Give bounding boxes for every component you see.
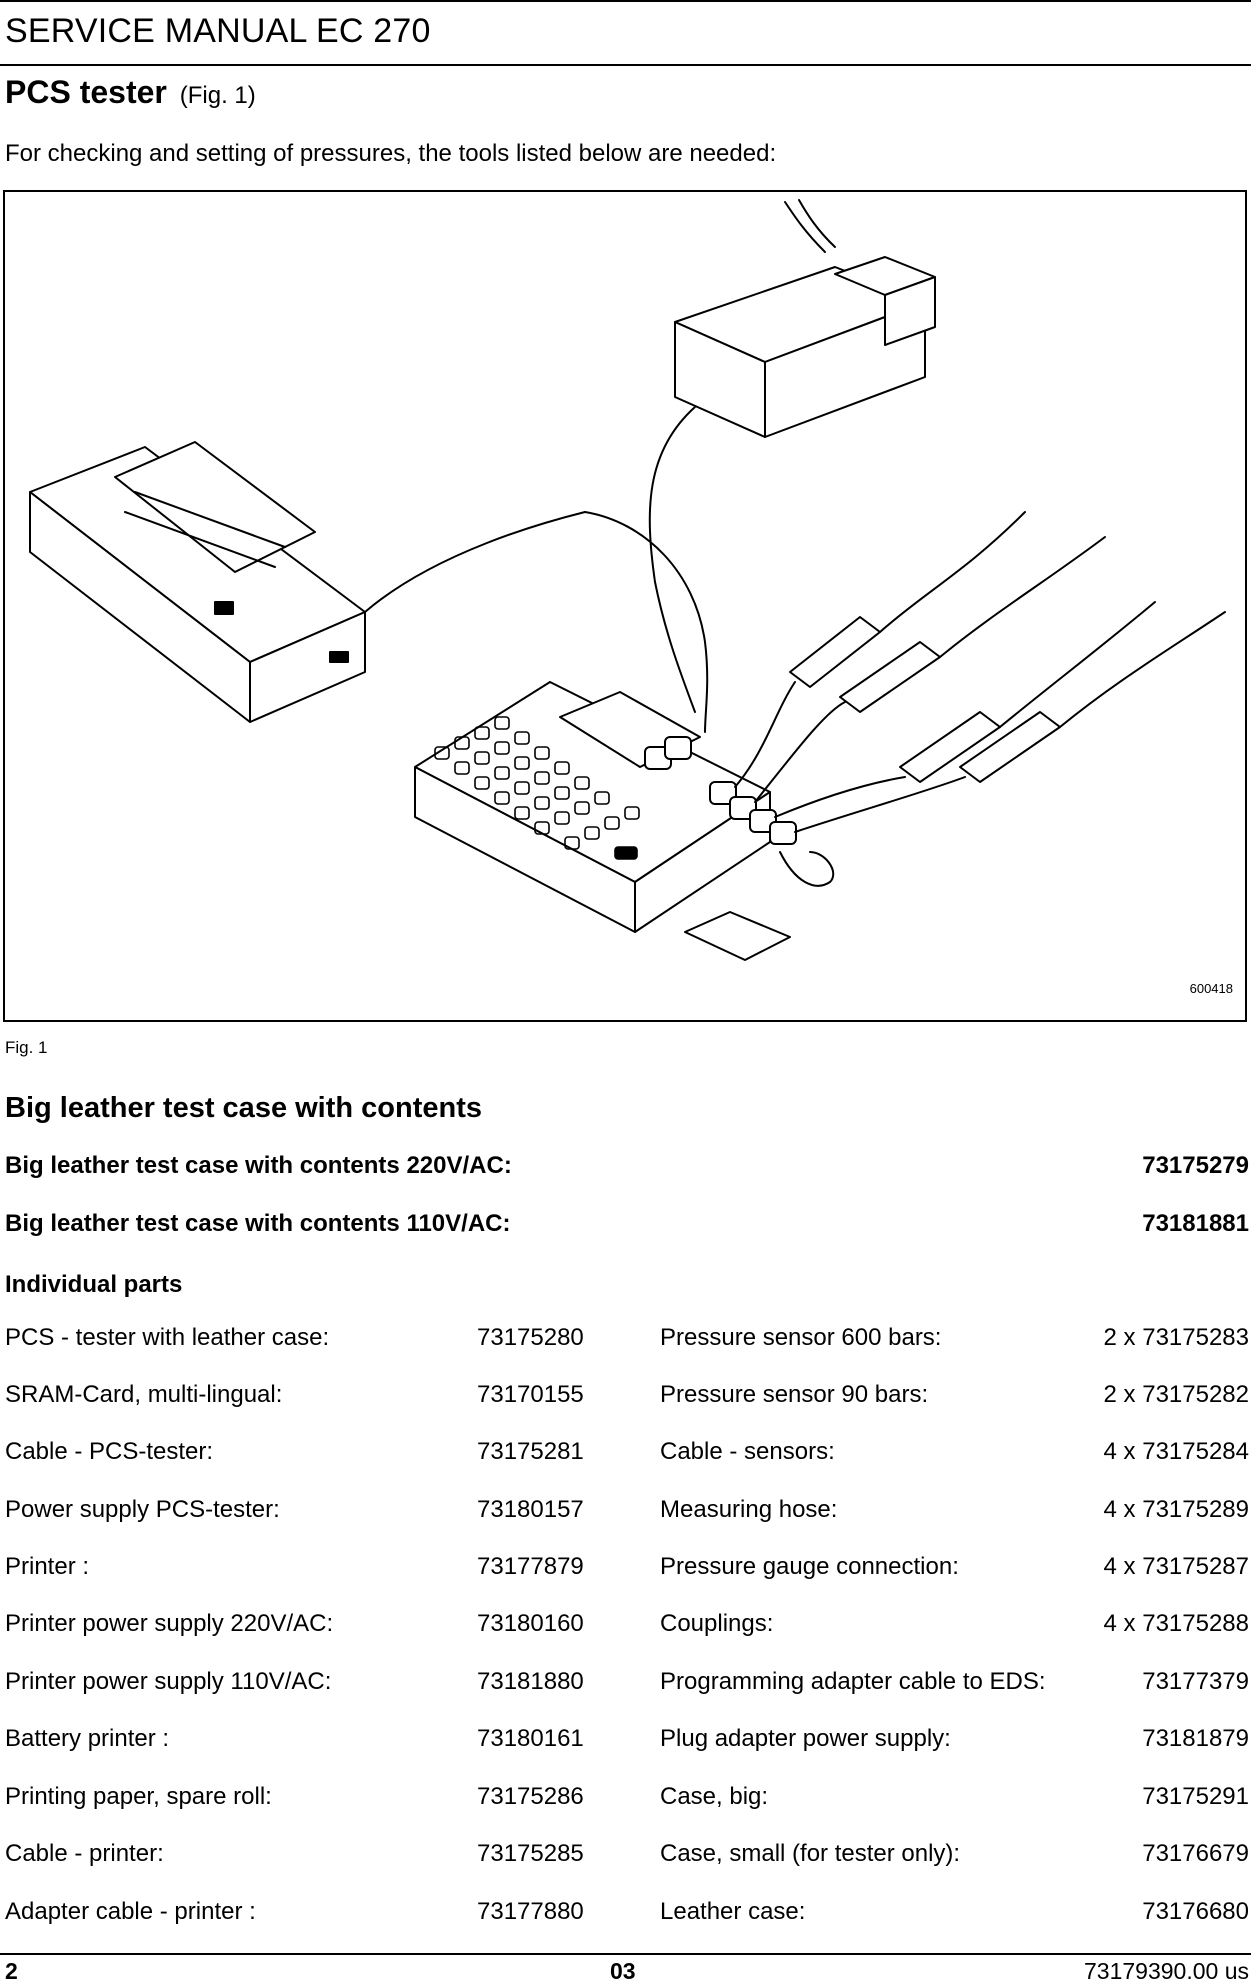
part-number: 4 x 73175284	[1103, 1438, 1249, 1465]
part-number: 73177379	[1142, 1668, 1249, 1695]
section-title-text: PCS tester	[5, 74, 167, 110]
part-number: 73180157	[477, 1496, 584, 1523]
figure-code: 600418	[1189, 981, 1233, 996]
part-name: Power supply PCS-tester:	[5, 1496, 280, 1523]
part-name: Printer power supply 110V/AC:	[5, 1668, 332, 1695]
header-rule	[0, 64, 1251, 66]
part-name: Couplings:	[660, 1610, 774, 1637]
part-number: 73180160	[477, 1610, 584, 1637]
figure-reference: (Fig. 1)	[179, 82, 256, 109]
part-number: 73181880	[477, 1668, 584, 1695]
case-row-110v: Big leather test case with contents 110V…	[5, 1210, 1249, 1238]
part-row: Adapter cable - printer : 73177880 Leath…	[0, 1898, 1256, 1938]
case-label: Big leather test case with contents 220V…	[5, 1152, 512, 1179]
sram-card	[684, 911, 791, 961]
part-row: Printer power supply 110V/AC: 73181880 P…	[0, 1668, 1256, 1708]
part-row: PCS - tester with leather case: 73175280…	[0, 1324, 1256, 1364]
part-number: 2 x 73175283	[1103, 1324, 1249, 1351]
intro-text: For checking and setting of pressures, t…	[5, 140, 777, 167]
printer-cable	[584, 511, 709, 733]
part-row: Battery printer : 73180161 Plug adapter …	[0, 1725, 1256, 1765]
part-row: SRAM-Card, multi-lingual: 73170155 Press…	[0, 1381, 1256, 1421]
part-number: 73176680	[1142, 1898, 1249, 1925]
part-name: SRAM-Card, multi-lingual:	[5, 1381, 283, 1408]
part-row: Printer power supply 220V/AC: 73180160 C…	[0, 1610, 1256, 1650]
part-number: 73180161	[477, 1725, 584, 1752]
part-name: Leather case:	[660, 1898, 806, 1925]
part-name: Printing paper, spare roll:	[5, 1783, 272, 1810]
part-number: 73175285	[477, 1840, 584, 1867]
footer-rule	[0, 1953, 1251, 1955]
pcs-tester-unit	[414, 681, 771, 933]
part-name: Battery printer :	[5, 1725, 170, 1752]
part-number: 73181879	[1142, 1725, 1249, 1752]
contents-heading: Big leather test case with contents	[5, 1092, 483, 1124]
part-name: Printer power supply 220V/AC:	[5, 1610, 334, 1637]
part-name: Case, big:	[660, 1783, 769, 1810]
part-name: Case, small (for tester only):	[660, 1840, 961, 1867]
part-name: Cable - PCS-tester:	[5, 1438, 214, 1465]
tester-connectors	[644, 736, 797, 845]
part-number: 73177880	[477, 1898, 584, 1925]
power-cable	[648, 406, 696, 713]
case-number: 73181881	[1142, 1210, 1249, 1237]
part-number: 4 x 73175289	[1103, 1496, 1249, 1523]
part-name: Pressure sensor 600 bars:	[660, 1324, 942, 1351]
part-number: 73175291	[1142, 1783, 1249, 1810]
pcs-tester-illustration	[29, 199, 1226, 961]
part-name: Printer :	[5, 1553, 90, 1580]
power-supply-box	[674, 199, 936, 438]
part-number: 73175280	[477, 1324, 584, 1351]
part-row: Printer : 73177879 Pressure gauge connec…	[0, 1553, 1256, 1593]
manual-title: SERVICE MANUAL EC 270	[5, 12, 431, 50]
part-number: 73170155	[477, 1381, 584, 1408]
part-name: Programming adapter cable to EDS:	[660, 1668, 1046, 1695]
part-number: 73175286	[477, 1783, 584, 1810]
page-number: 2	[5, 1958, 18, 1984]
part-name: Measuring hose:	[660, 1496, 838, 1523]
case-label: Big leather test case with contents 110V…	[5, 1210, 511, 1237]
case-number: 73175279	[1142, 1152, 1249, 1179]
section-title: PCS tester (Fig. 1)	[5, 74, 256, 111]
part-number: 73176679	[1142, 1840, 1249, 1867]
part-row: Cable - printer: 73175285 Case, small (f…	[0, 1840, 1256, 1880]
part-name: Pressure sensor 90 bars:	[660, 1381, 929, 1408]
document-number: 73179390.00 us	[1084, 1958, 1249, 1984]
top-rule	[0, 0, 1251, 2]
section-number: 03	[610, 1958, 636, 1984]
part-row: Power supply PCS-tester: 73180157 Measur…	[0, 1496, 1256, 1536]
part-name: Cable - printer:	[5, 1840, 164, 1867]
figure-caption: Fig. 1	[5, 1038, 48, 1057]
part-name: Plug adapter power supply:	[660, 1725, 951, 1752]
part-number: 4 x 73175288	[1103, 1610, 1249, 1637]
individual-parts-heading: Individual parts	[5, 1271, 183, 1298]
part-name: PCS - tester with leather case:	[5, 1324, 330, 1351]
pressure-sensors	[789, 616, 1061, 783]
case-row-220v: Big leather test case with contents 220V…	[5, 1152, 1249, 1180]
part-number: 73177879	[477, 1553, 584, 1580]
printer	[29, 441, 586, 723]
part-row: Printing paper, spare roll: 73175286 Cas…	[0, 1783, 1256, 1823]
part-row: Cable - PCS-tester: 73175281 Cable - sen…	[0, 1438, 1256, 1478]
part-number: 73175281	[477, 1438, 584, 1465]
part-name: Cable - sensors:	[660, 1438, 835, 1465]
part-number: 2 x 73175282	[1103, 1381, 1249, 1408]
figure-1: 600418	[3, 190, 1247, 1022]
part-name: Adapter cable - printer :	[5, 1898, 256, 1925]
part-name: Pressure gauge connection:	[660, 1553, 959, 1580]
part-number: 4 x 73175287	[1103, 1553, 1249, 1580]
